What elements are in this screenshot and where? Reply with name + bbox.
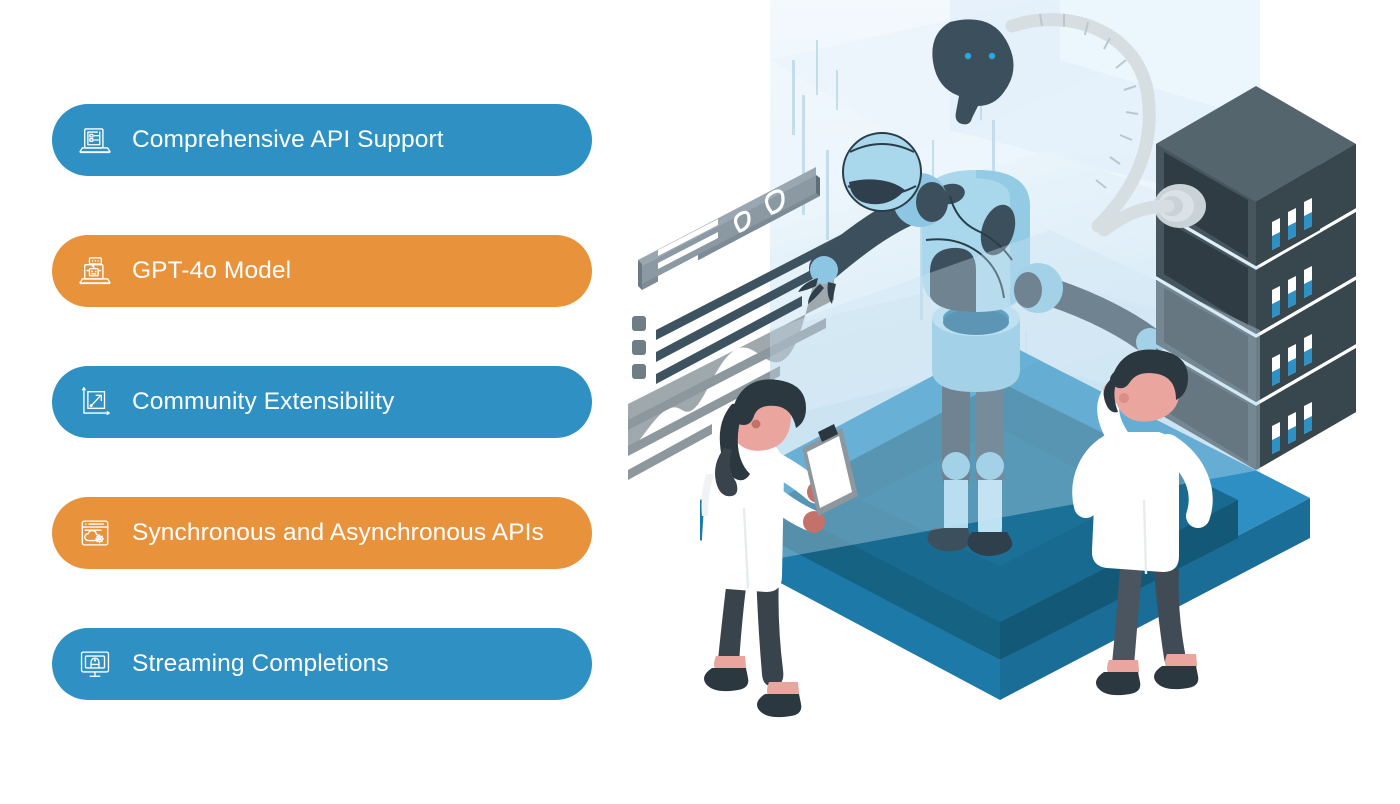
laptop-chatbot-icon [74,250,116,292]
robot-legs [927,360,1013,556]
server-leds [1272,198,1312,250]
server-leds [1272,402,1312,454]
data-dashboard-panel [638,167,820,290]
feature-pill-label: Synchronous and Asynchronous APIs [132,519,544,547]
feature-pill-label: Community Extensibility [132,388,395,416]
server-rack-unit [1156,212,1356,334]
feature-pill-label: GPT-4o Model [132,257,292,285]
feature-pill-label: Streaming Completions [132,650,389,678]
server-leds [1272,266,1312,318]
robot-helmet [842,132,923,212]
scale-arrow-chart-icon [74,381,116,423]
coolant-cable-ribs [1039,13,1139,189]
scientist-man-thinking [1072,349,1213,696]
server-leds [1272,334,1312,386]
feature-pill-streaming-completions[interactable]: Streaming Completions [52,628,592,700]
feature-pill-community-extensibility[interactable]: Community Extensibility [52,366,592,438]
feature-pill-label: Comprehensive API Support [132,126,444,154]
robot-hand-left [798,278,836,304]
browser-cloud-gear-icon [74,512,116,554]
scientist-woman-clipboard [699,379,858,718]
laptop-checklist-icon [74,119,116,161]
monitor-stream-icon [74,643,116,685]
feature-pill-gpt-4o-model[interactable]: GPT-4o Model [52,235,592,307]
clipboard [802,424,858,516]
robot-torso [922,170,1030,312]
feature-pill-sync-async-apis[interactable]: Synchronous and Asynchronous APIs [52,497,592,569]
server-rack-unit [1156,86,1356,266]
feature-pill-comprehensive-api-support[interactable]: Comprehensive API Support [52,104,592,176]
server-rack-unit [1156,280,1356,402]
rack-cable-plug [1097,184,1206,237]
line-chart-graph [628,230,850,480]
robot-head [932,19,1014,125]
humanoid-robot [798,13,1178,556]
isometric-ai-robot-lab-illustration [620,0,1400,804]
feature-list: Comprehensive API Support [52,104,692,700]
